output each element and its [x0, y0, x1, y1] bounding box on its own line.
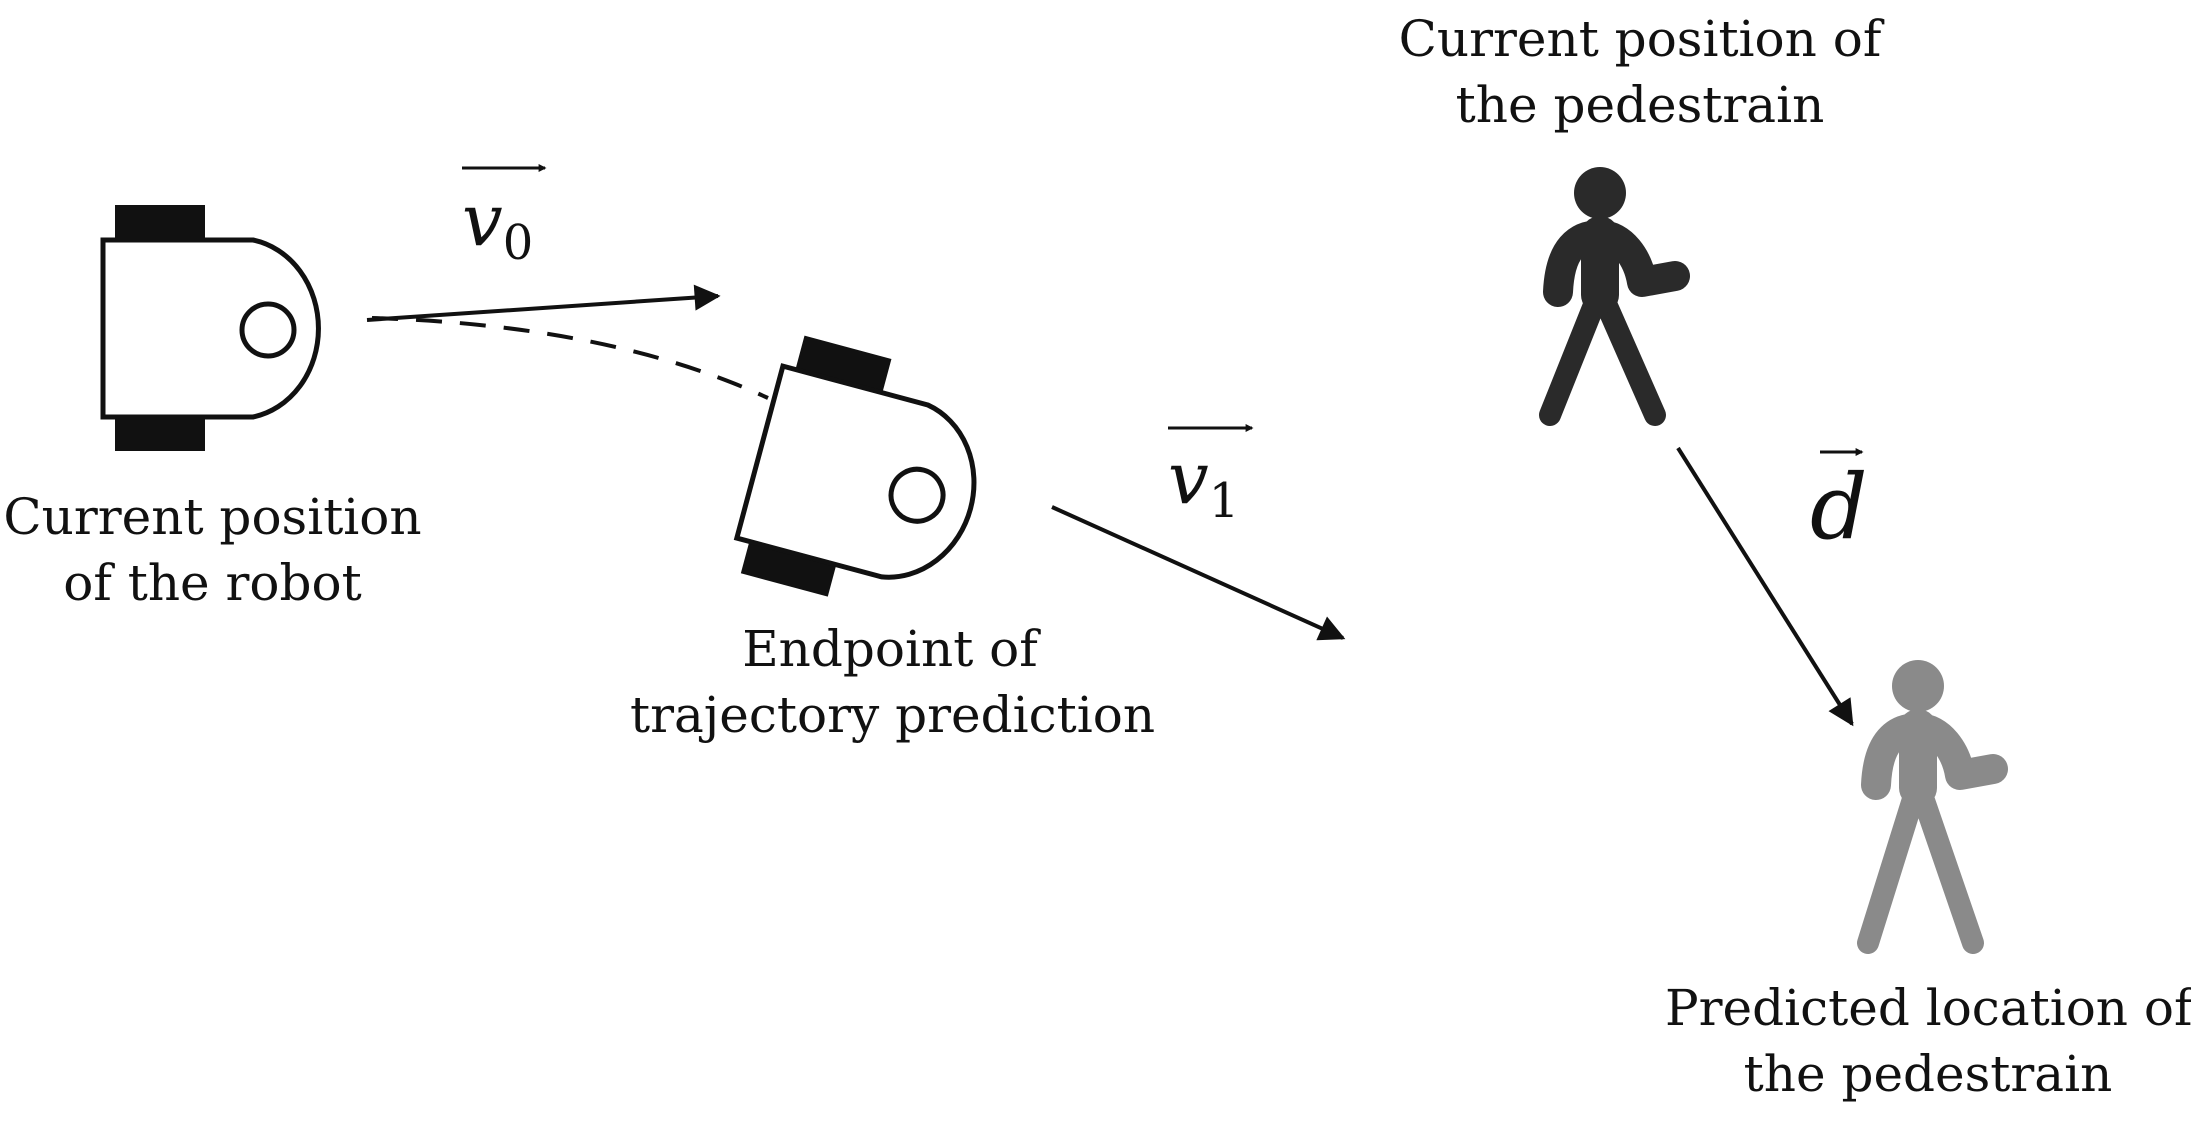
robot-current-label: Current position of the robot — [0, 484, 425, 616]
robot-body — [100, 237, 321, 420]
pedestrian-legs — [1857, 772, 1984, 954]
pedestrian-predicted-label-line2: the pedestrain — [1743, 1045, 2113, 1103]
pedestrian-current-label-line2: the pedestrain — [1455, 76, 1825, 134]
robot-endpoint-label: Endpoint of trajectory prediction — [630, 616, 1156, 748]
v0-subscript: 0 — [503, 215, 534, 271]
svg-text:v0: v0 — [462, 178, 533, 271]
robot-endpoint-label-line2: trajectory prediction — [630, 686, 1156, 744]
pedestrian-predicted-label: Predicted location of the pedestrain — [1665, 975, 2191, 1107]
pedestrian-head — [1892, 660, 1944, 712]
d-label: d — [1810, 448, 1868, 560]
v1-symbol: v — [1168, 436, 1209, 520]
v0-label: v0 — [462, 164, 547, 271]
pedestrian-predicted-label-line1: Predicted location of — [1665, 979, 2191, 1037]
pedestrian-current-icon — [1539, 167, 1690, 426]
v0-symbol: v — [462, 178, 503, 262]
pedestrian-head — [1574, 167, 1626, 219]
robot-endpoint-label-line1: Endpoint of — [742, 620, 1038, 678]
trajectory-dashed-path — [371, 316, 769, 400]
v1-label: v1 — [1168, 424, 1254, 529]
pedestrian-current-label: Current position of the pedestrain — [1390, 6, 1890, 138]
robot-sensor — [888, 466, 946, 524]
robot-body — [733, 363, 977, 580]
robot-wheel-top — [115, 205, 205, 243]
v1-subscript: 1 — [1209, 473, 1240, 529]
robot-current-icon — [100, 205, 321, 451]
d-symbol: d — [1810, 455, 1868, 560]
v1-arrow — [1051, 505, 1346, 641]
v0-arrow — [366, 284, 721, 322]
svg-text:v1: v1 — [1168, 436, 1239, 529]
robot-wheel-bottom — [740, 536, 838, 597]
pedestrian-predicted-icon — [1857, 660, 2008, 954]
robot-wheel-top — [794, 335, 892, 396]
robot-current-label-line2: of the robot — [63, 554, 362, 612]
robot-endpoint-icon — [733, 335, 977, 597]
robot-sensor — [239, 301, 297, 359]
robot-current-label-line1: Current position — [3, 488, 422, 546]
d-arrow — [1676, 446, 1854, 727]
pedestrian-current-label-line1: Current position of — [1398, 10, 1882, 68]
